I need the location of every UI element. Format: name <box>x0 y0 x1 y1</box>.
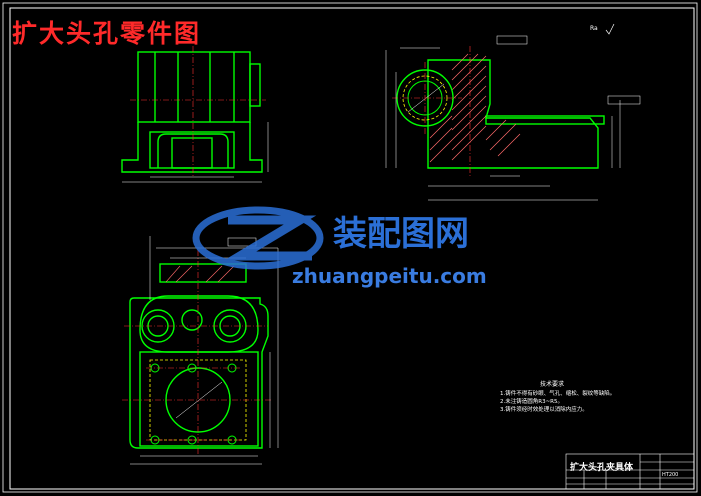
watermark-logo <box>192 206 324 270</box>
title-block <box>565 453 695 490</box>
top-view-hatch <box>165 265 235 283</box>
top-view-large-bore <box>165 367 231 433</box>
requirement-item: 3.铸件须经时效处理以消除内应力。 <box>500 407 588 413</box>
front-view <box>121 51 263 173</box>
side-view <box>427 59 605 169</box>
watermark-en: zhuangpeitu.com <box>292 264 487 288</box>
technical-requirements: 1.铸件不得有砂眼、气孔、缩松、裂纹等缺陷。 2.未注铸造圆角R3~R5。 3.… <box>500 390 615 414</box>
side-view-hatch <box>429 53 521 163</box>
side-view-dims <box>385 35 641 201</box>
requirement-item: 2.未注铸造圆角R3~R5。 <box>500 399 563 405</box>
inner-border <box>9 7 695 490</box>
drawing-title: 扩大头孔零件图 <box>12 19 202 48</box>
top-view-centerlines <box>122 250 272 456</box>
part-name: 扩大头孔夹具体 <box>570 463 634 473</box>
top-view <box>129 263 269 449</box>
part-material: HT200 <box>662 472 679 478</box>
check-mark-icon <box>605 23 615 35</box>
requirement-item: 1.铸件不得有砂眼、气孔、缩松、裂纹等缺陷。 <box>500 391 616 397</box>
front-view-centerlines <box>130 46 266 178</box>
side-view-centerlines <box>392 46 471 176</box>
front-view-dims <box>122 122 269 183</box>
watermark-cn: 装配图网 <box>333 214 469 254</box>
technical-requirements-heading: 技术要求 <box>540 381 565 388</box>
roughness-symbol: Ra <box>590 25 598 32</box>
